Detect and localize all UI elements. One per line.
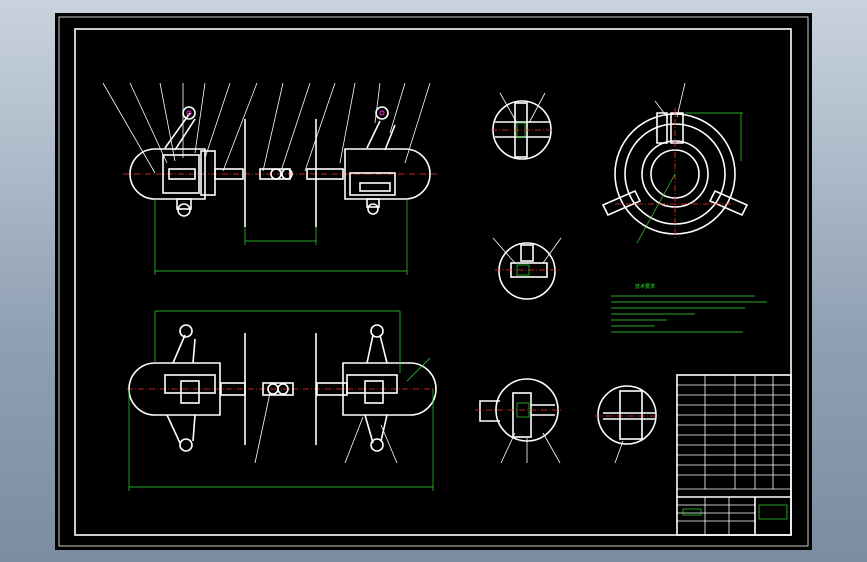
title-block <box>677 496 791 535</box>
detail-b <box>492 237 562 300</box>
cad-drawing: 技术要求 <box>58 16 809 547</box>
drawing-sheet: 技术要求 <box>55 13 812 550</box>
technical-notes: 技术要求 <box>611 283 767 333</box>
notes-title: 技术要求 <box>635 283 655 290</box>
inner-border <box>74 28 792 536</box>
ring-section <box>601 82 749 244</box>
detail-a <box>491 92 553 160</box>
detail-d <box>595 385 659 464</box>
top-assembly-view <box>102 82 437 275</box>
detail-c <box>475 378 561 464</box>
outer-border <box>58 16 809 547</box>
front-assembly-view <box>127 310 437 491</box>
parts-list <box>676 374 792 536</box>
